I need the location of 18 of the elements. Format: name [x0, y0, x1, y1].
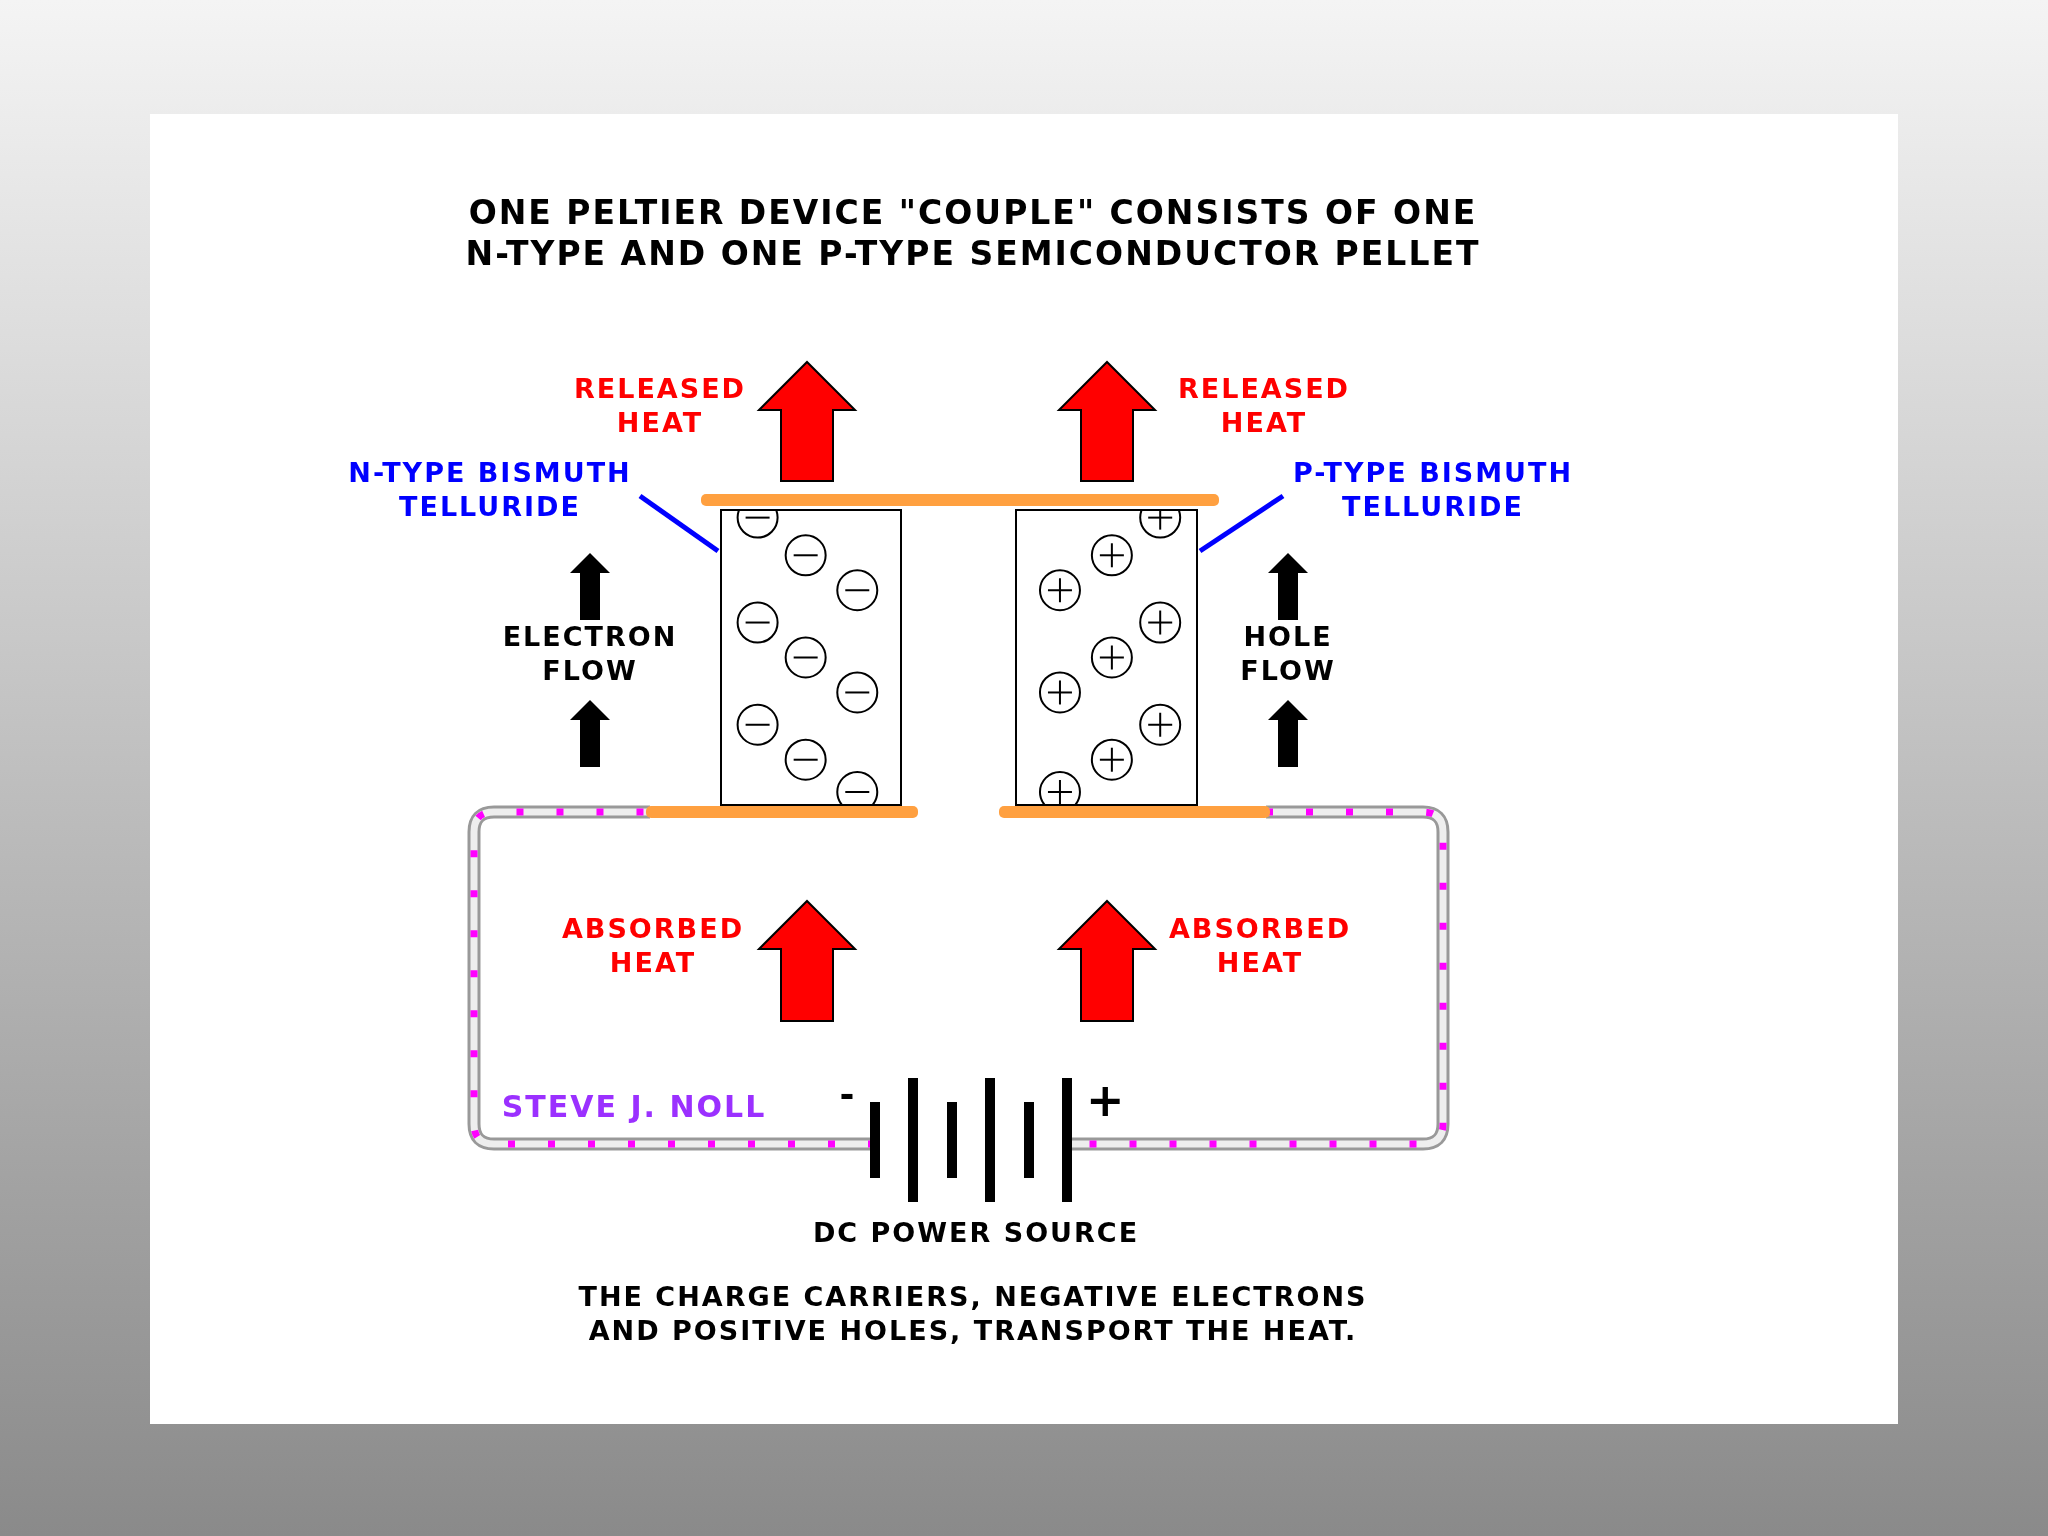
semiconductor-pellet: [720, 509, 902, 806]
author-credit: STEVE J. NOLL: [500, 1088, 768, 1126]
polarity-sign: +: [1086, 1072, 1126, 1129]
heat-label: RELEASED HEAT: [1176, 372, 1352, 440]
heat-label: RELEASED HEAT: [572, 372, 748, 440]
material-label: N-TYPE BISMUTH TELLURIDE: [325, 456, 655, 524]
diagram-caption: THE CHARGE CARRIERS, NEGATIVE ELECTRONS AND POSITIVE HOLES, TRANSPORT THE HEAT.: [577, 1280, 1369, 1348]
diagram-title: ONE PELTIER DEVICE "COUPLE" CONSISTS OF ONE N-TYPE AND ONE P-TYPE SEMICONDUCTOR PELLET: [464, 192, 1482, 275]
semiconductor-pellet: [1015, 509, 1198, 806]
material-label: P-TYPE BISMUTH TELLURIDE: [1268, 456, 1598, 524]
leader-line: [638, 493, 720, 554]
polarity-sign: -: [838, 1073, 858, 1117]
heat-label: ABSORBED HEAT: [560, 912, 746, 980]
flow-label: HOLE FLOW: [1239, 620, 1337, 688]
flow-label: ELECTRON FLOW: [501, 620, 679, 688]
component-label: DC POWER SOURCE: [811, 1216, 1141, 1250]
leader-line: [1198, 493, 1285, 554]
heat-label: ABSORBED HEAT: [1167, 912, 1353, 980]
